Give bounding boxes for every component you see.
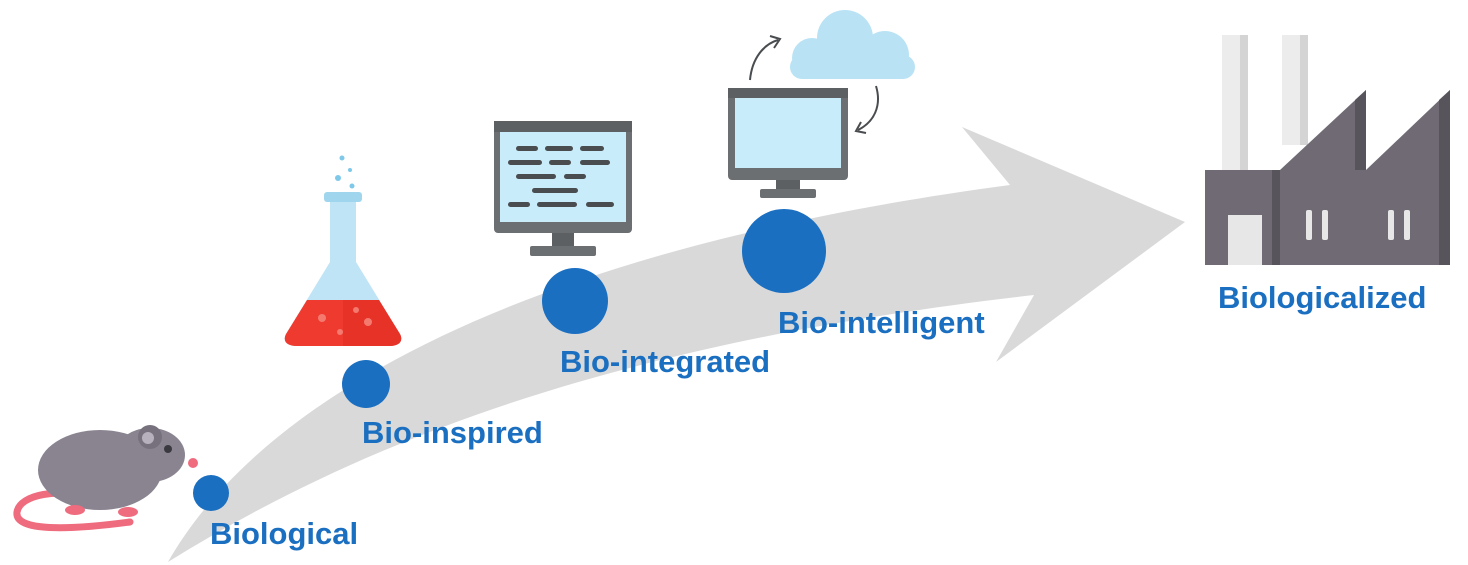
stage-label-biologicalized: Biologicalized [1218,280,1426,315]
flask-icon [284,155,402,346]
stage-dot-bio-inspired [342,360,390,408]
stage-dot-bio-intelligent [742,209,826,293]
monitor-code-icon [494,121,632,256]
stage-label-bio-integrated: Bio-integrated [560,344,770,379]
factory-icon [1205,35,1450,265]
monitor-cloud-icon [728,10,915,198]
stage-label-biological: Biological [210,516,358,551]
progress-arrow [168,127,1185,562]
stage-label-bio-inspired: Bio-inspired [362,415,543,450]
stage-label-bio-intelligent: Bio-intelligent [778,305,985,340]
stage-dot-biological [193,475,229,511]
stage-dot-bio-integrated [542,268,608,334]
mouse-icon [13,425,198,532]
